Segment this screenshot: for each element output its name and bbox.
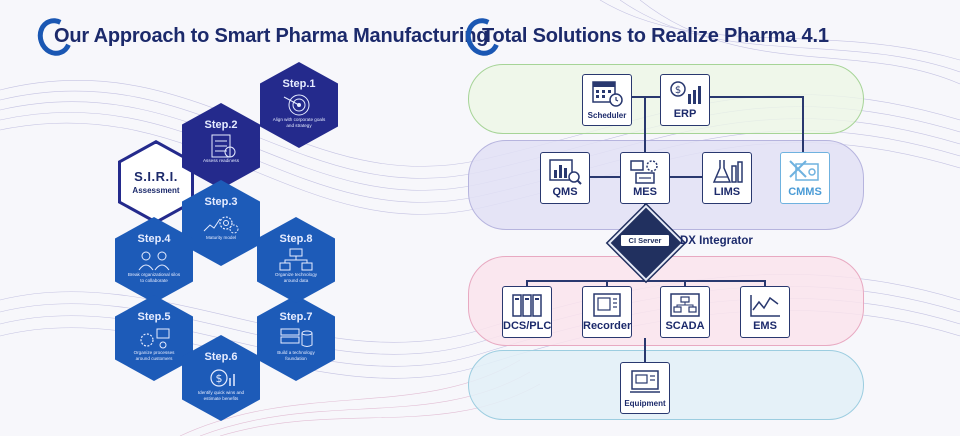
step-1-desc: Align with corporate goals and strategy (272, 117, 326, 128)
left-title-text: Our Approach to Smart Pharma Manufacturi… (54, 25, 489, 47)
step-6-desc: Identify quick wins and estimate benefit… (197, 390, 245, 401)
lab-icon (712, 160, 743, 183)
scheduler-node: Scheduler (582, 74, 632, 126)
left-section-title: Our Approach to Smart Pharma Manufacturi… (32, 13, 488, 61)
connector-line (644, 96, 646, 158)
step-5-desc: Organize processes around customers (133, 350, 175, 361)
ci-server-label: CI Server (621, 235, 669, 246)
lims-node: LIMS (702, 152, 752, 204)
dcs-plc-node: DCS/PLC (502, 286, 552, 338)
connector-line (670, 176, 702, 178)
equipment-node: Equipment (620, 362, 670, 414)
step-2-desc: Assess readiness (202, 158, 239, 163)
dcs-plc-label: DCS/PLC (503, 320, 552, 332)
cmms-label: CMMS (788, 186, 822, 198)
erp-node: $ ERP (660, 74, 710, 126)
step-5-hex: Step.5 Organize processes around custome… (115, 295, 193, 381)
people-icon (138, 251, 170, 271)
connector-line (700, 96, 804, 98)
step-5-label: Step.5 (137, 311, 171, 323)
target-icon (283, 94, 310, 116)
connector-line (644, 338, 646, 364)
controller-rack-icon (512, 294, 542, 317)
recorder-node: Recorder (582, 286, 632, 338)
step-2-label: Step.2 (204, 119, 238, 131)
qms-node: QMS (540, 152, 590, 204)
machine-icon (630, 370, 660, 393)
network-icon (279, 248, 313, 271)
mes-node: MES (620, 152, 670, 204)
step-7-desc: Build a technology foundation (277, 350, 315, 361)
gears-icon (203, 216, 239, 234)
connector-line (590, 176, 620, 178)
step-6-label: Step.6 (204, 351, 238, 363)
maintenance-icon (789, 160, 819, 181)
step-8-desc: Organize technology around data (274, 272, 318, 283)
scada-label: SCADA (665, 320, 705, 332)
connector-line (802, 96, 804, 152)
database-icon (280, 328, 313, 347)
step-1-label: Step.1 (282, 78, 316, 90)
lims-label: LIMS (713, 186, 741, 198)
connector-line (684, 280, 686, 288)
quality-chart-icon (549, 159, 582, 185)
energy-chart-icon (750, 295, 780, 317)
ems-label: EMS (753, 320, 777, 332)
scada-node: SCADA (660, 286, 710, 338)
step-4-desc: Break organizational silos to collaborat… (127, 272, 181, 283)
right-section-title: Total Solutions to Realize Pharma 4.1 (460, 13, 829, 61)
right-title-text: Total Solutions to Realize Pharma 4.1 (482, 25, 829, 47)
ems-node: EMS (740, 286, 790, 338)
equipment-label: Equipment (624, 399, 666, 408)
step-8-label: Step.8 (279, 233, 313, 245)
scada-diagram-icon (670, 293, 700, 317)
svg-text:$: $ (216, 372, 223, 385)
step-7-hex: Step.7 Build a technology foundation (257, 295, 335, 381)
cmms-node: CMMS (780, 152, 830, 204)
connector-line (644, 96, 660, 98)
qms-label: QMS (552, 186, 578, 198)
dx-integrator-label: DX Integrator (680, 235, 753, 247)
recorder-label: Recorder (583, 320, 632, 332)
siri-subtitle: Assessment (132, 185, 180, 195)
scheduler-label: Scheduler (587, 111, 627, 120)
siri-name: S.I.R.I. (134, 168, 178, 184)
money-icon: $ (210, 369, 235, 387)
workflow-icon (630, 160, 658, 184)
finance-chart-icon: $ (670, 81, 701, 104)
step-7-label: Step.7 (279, 311, 313, 323)
step-6-hex: Step.6 $ Identify quick wins and estimat… (182, 335, 260, 421)
connector-line (764, 280, 766, 288)
erp-label: ERP (673, 108, 697, 120)
svg-text:$: $ (675, 85, 681, 96)
checklist-icon (211, 134, 236, 158)
step-3-desc: Maturity model (205, 235, 237, 240)
step-4-label: Step.4 (137, 233, 171, 245)
connector-line (526, 280, 528, 288)
recorder-icon (593, 293, 621, 317)
calendar-clock-icon (592, 81, 623, 107)
connector-line (606, 280, 608, 288)
process-icon (140, 328, 170, 349)
mes-label: MES (633, 186, 657, 198)
step-3-label: Step.3 (204, 196, 238, 208)
